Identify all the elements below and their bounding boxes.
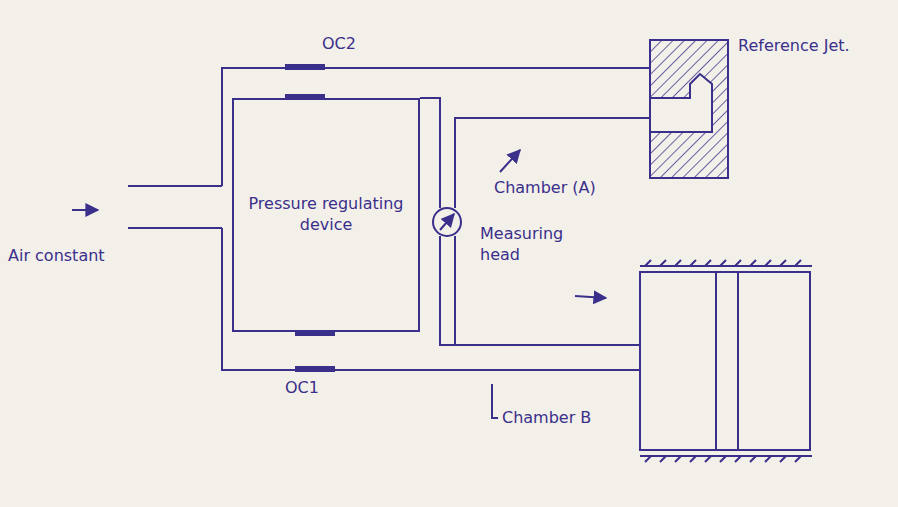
part-label: Chamber B	[502, 408, 622, 429]
box-title: Pressure regulating device	[234, 186, 418, 244]
part-label: Air constant	[8, 246, 208, 267]
part-label: Chamber (A)	[494, 178, 624, 199]
process-box: Pressure regulating device	[232, 98, 420, 332]
part-label: Reference Jet.	[738, 36, 858, 57]
part-label: Measuring head	[480, 224, 590, 266]
part-label: OC2	[322, 34, 402, 55]
part-label: OC1	[285, 378, 365, 399]
